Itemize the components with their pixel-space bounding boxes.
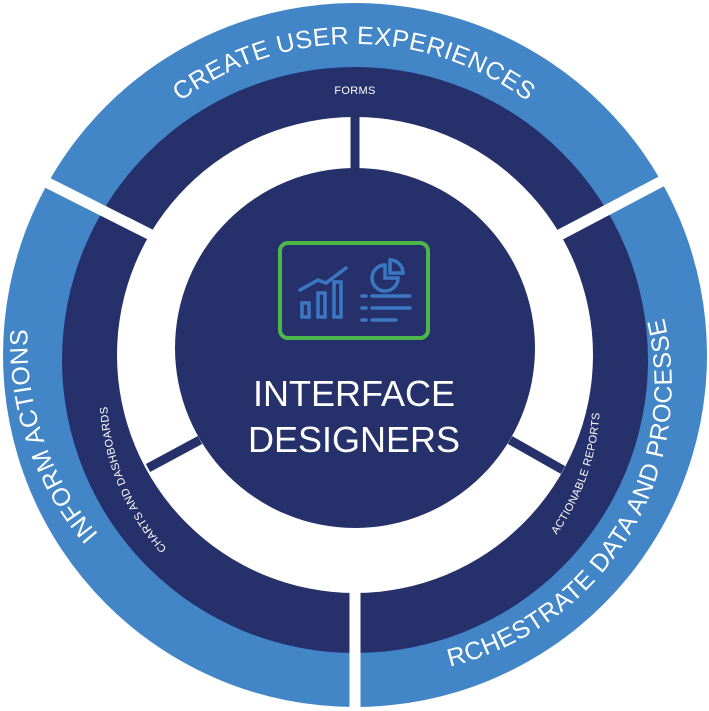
center-circle xyxy=(175,168,535,528)
inner-label-forms: FORMS xyxy=(334,85,375,97)
trend-line-icon xyxy=(298,266,348,292)
pie-chart-icon xyxy=(370,258,405,293)
inner-dividers xyxy=(145,116,566,474)
center-title-line1: INTERFACE xyxy=(253,373,455,414)
gap-left xyxy=(39,175,168,247)
gap-right xyxy=(547,175,667,245)
outer-dividers xyxy=(39,175,667,711)
divider-right xyxy=(507,436,566,474)
divider-left xyxy=(145,436,203,472)
dashboard-frame xyxy=(278,241,430,340)
bar-chart-icon xyxy=(300,280,343,319)
dashboard-chart-icon xyxy=(278,241,430,340)
center-title-line2: DESIGNERS xyxy=(248,419,460,460)
text-lines-icon xyxy=(360,294,412,322)
